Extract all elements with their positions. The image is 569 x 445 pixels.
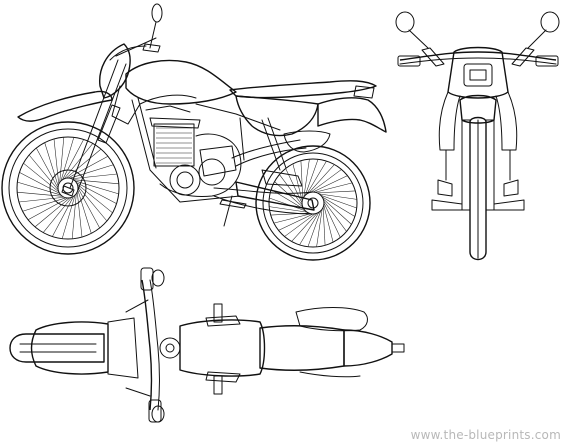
fuel-tank bbox=[125, 59, 237, 105]
wheel-spoke bbox=[308, 164, 335, 194]
wheel-spoke bbox=[59, 137, 65, 183]
wheel-spoke bbox=[76, 191, 83, 238]
top-view bbox=[9, 267, 405, 423]
wheel-spoke bbox=[304, 159, 319, 196]
wheel-spoke bbox=[17, 191, 63, 197]
front-wheel bbox=[1, 121, 135, 255]
wheel-spoke bbox=[61, 194, 76, 239]
exhaust bbox=[231, 130, 331, 167]
front-tire-top bbox=[9, 333, 105, 363]
wheel-spoke bbox=[53, 138, 60, 185]
wheel-spoke bbox=[63, 143, 93, 179]
headlight bbox=[463, 63, 493, 87]
wheel-spoke bbox=[65, 148, 102, 179]
exhaust-top bbox=[295, 307, 368, 332]
wheel-spoke bbox=[77, 183, 113, 213]
wheel-spoke bbox=[43, 197, 73, 233]
wheel-spoke bbox=[307, 210, 322, 247]
front-fender bbox=[17, 90, 113, 122]
wheel-spoke bbox=[310, 169, 342, 193]
wheel-spoke bbox=[279, 174, 303, 206]
mirror-left bbox=[395, 11, 415, 33]
wheel-spoke bbox=[269, 206, 307, 213]
wheel-spoke bbox=[27, 197, 69, 220]
wheel-spoke bbox=[322, 198, 352, 225]
wheel-spoke bbox=[299, 212, 320, 246]
rear-fender bbox=[317, 97, 387, 133]
wheel-spoke bbox=[18, 196, 65, 203]
wheel-spoke bbox=[77, 187, 100, 229]
seat-top bbox=[259, 325, 345, 371]
rear-fender-top bbox=[343, 329, 393, 367]
swingarm bbox=[213, 169, 315, 215]
wheel-spoke bbox=[77, 189, 92, 234]
handlebar-front bbox=[399, 51, 557, 61]
wheel-spoke bbox=[278, 213, 314, 231]
engine bbox=[149, 117, 242, 197]
wheel-spoke bbox=[303, 159, 310, 197]
wheel-spoke bbox=[323, 202, 341, 238]
wheel-spoke bbox=[44, 142, 59, 187]
wheel-spoke bbox=[323, 200, 347, 232]
frame bbox=[131, 97, 281, 203]
front-fender-front bbox=[459, 94, 497, 124]
wheel-spoke bbox=[319, 193, 357, 200]
front-view bbox=[395, 11, 560, 261]
handlebar-side bbox=[109, 3, 163, 61]
front-tire-front bbox=[469, 116, 487, 261]
handlebar-top bbox=[125, 267, 165, 423]
wheel-spoke bbox=[291, 212, 318, 242]
wheel-spoke bbox=[316, 209, 323, 247]
wheel-spoke bbox=[17, 181, 62, 196]
wheel-spoke bbox=[322, 196, 356, 217]
wheel-spoke bbox=[323, 205, 334, 243]
wheel-spoke bbox=[69, 164, 114, 179]
wheel-spoke bbox=[28, 154, 59, 191]
wheel-spoke bbox=[76, 182, 117, 204]
front-fender-top bbox=[30, 321, 109, 375]
wheel-spoke bbox=[306, 160, 327, 194]
wheel-spoke bbox=[270, 189, 304, 210]
wheel-spoke bbox=[73, 179, 119, 185]
wheel-spoke bbox=[67, 156, 109, 179]
watermark: www.the-blueprints.com bbox=[410, 428, 561, 442]
side-panel bbox=[235, 95, 319, 137]
seat bbox=[229, 80, 377, 99]
wheel-spoke bbox=[62, 139, 84, 180]
wheel-spoke bbox=[52, 196, 74, 237]
wheel-spoke bbox=[36, 147, 59, 189]
wheel-spoke bbox=[322, 207, 326, 246]
fuel-tank-top bbox=[179, 319, 266, 377]
wheel-spoke bbox=[292, 163, 303, 201]
wheel-spoke bbox=[34, 197, 71, 228]
wheel-spoke bbox=[315, 182, 353, 193]
wheel-spoke bbox=[71, 173, 118, 180]
wheel-spoke bbox=[317, 190, 356, 194]
wheel-spoke bbox=[19, 172, 60, 194]
wheel-spoke bbox=[77, 185, 108, 222]
wheel-spoke bbox=[320, 194, 357, 209]
wheel-spoke bbox=[22, 197, 67, 212]
wheel-spoke bbox=[71, 193, 77, 239]
wheel-spoke bbox=[312, 175, 348, 193]
wheel-spoke bbox=[23, 163, 59, 193]
front-fork bbox=[61, 59, 127, 197]
wheel-spoke bbox=[60, 137, 75, 182]
headlight-cowl bbox=[99, 43, 131, 99]
side-view bbox=[1, 3, 387, 261]
wheel-spoke bbox=[74, 180, 119, 195]
mirror-right bbox=[540, 11, 560, 33]
wheel-spoke bbox=[273, 213, 311, 224]
wheel-spoke bbox=[284, 213, 316, 237]
front-cowl bbox=[447, 46, 509, 99]
